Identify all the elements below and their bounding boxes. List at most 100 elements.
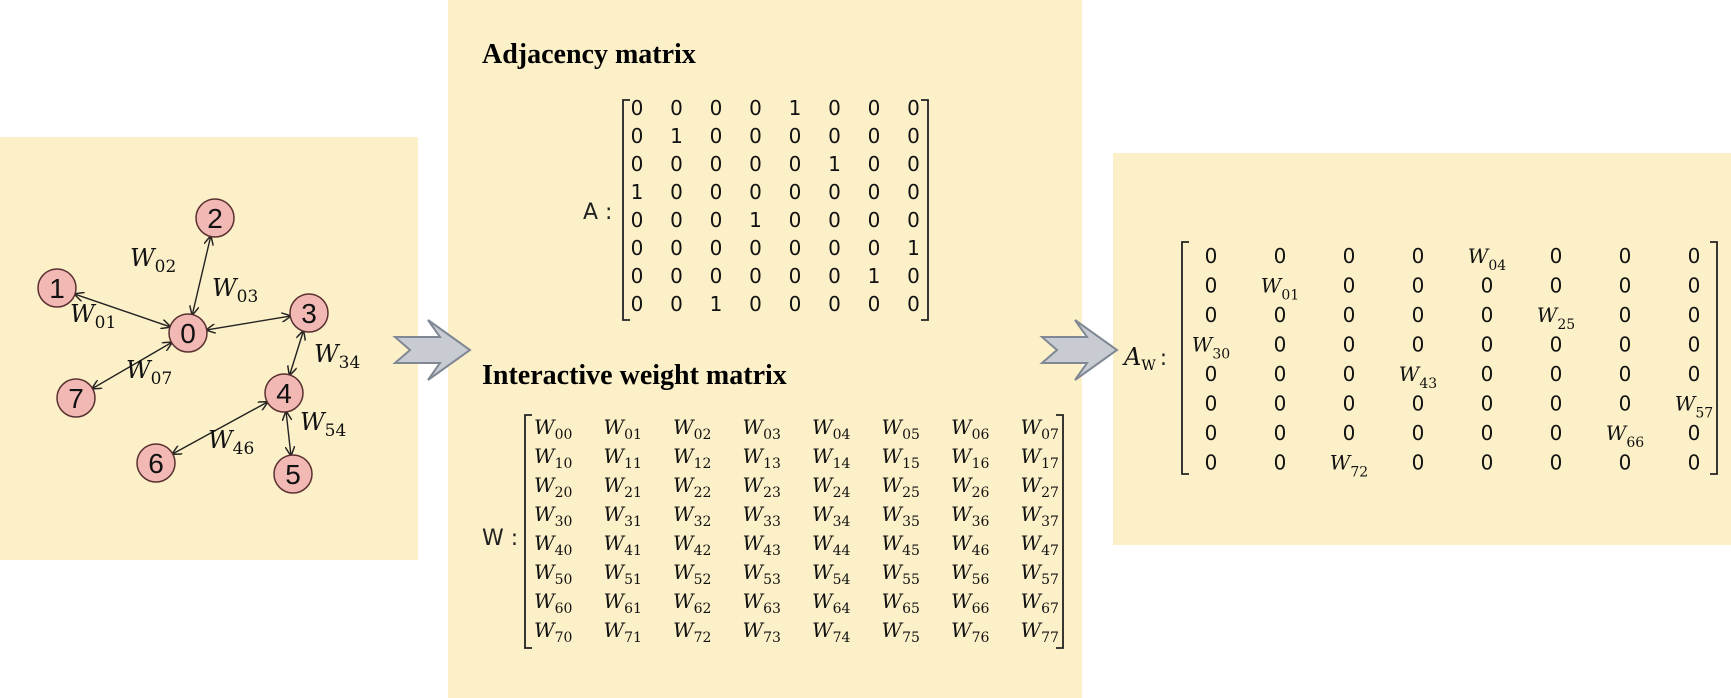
adjacency-cell: 0 xyxy=(710,180,723,204)
weighted-matrix-panel xyxy=(1113,153,1731,545)
weight-cell: W03 xyxy=(743,415,781,443)
adjacency-cell: 0 xyxy=(631,152,644,176)
adjacency-cell: 0 xyxy=(907,152,920,176)
adjacency-cell: 0 xyxy=(789,264,802,288)
weighted-cell: 0 xyxy=(1550,244,1563,268)
weighted-cell: 0 xyxy=(1412,274,1425,298)
flow-arrow-2 xyxy=(1039,319,1119,381)
adjacency-cell: 0 xyxy=(907,180,920,204)
weighted-cell: 0 xyxy=(1412,392,1425,416)
weighted-cell: 0 xyxy=(1550,451,1563,475)
weighted-cell: W72 xyxy=(1330,451,1368,481)
weight-cell: W27 xyxy=(1021,473,1059,501)
weight-cell: W36 xyxy=(951,502,989,530)
weight-cell: W63 xyxy=(743,589,781,617)
weight-cell: W00 xyxy=(534,415,572,443)
adjacency-cell: 0 xyxy=(670,208,683,232)
matrix-left-bracket xyxy=(1181,241,1189,475)
weighted-cell: 0 xyxy=(1550,274,1563,298)
edge-weight-label: W46 xyxy=(208,426,254,459)
weight-cell: W12 xyxy=(673,444,711,472)
weight-cell: W72 xyxy=(673,618,711,646)
matrix-right-bracket xyxy=(1056,414,1064,649)
adjacency-cell: 0 xyxy=(789,208,802,232)
node-label: 4 xyxy=(276,378,292,409)
adjacency-cell: 0 xyxy=(710,152,723,176)
adjacency-cell: 0 xyxy=(789,124,802,148)
node-label: 0 xyxy=(180,318,196,349)
adjacency-cell: 0 xyxy=(710,236,723,260)
weight-matrix-title: Interactive weight matrix xyxy=(482,360,787,391)
edge-7-0 xyxy=(92,343,171,389)
adjacency-cell: 0 xyxy=(631,292,644,316)
weight-cell: W11 xyxy=(604,444,642,472)
weight-cell: W43 xyxy=(743,531,781,559)
graph-node-5: 5 xyxy=(273,454,313,494)
edge-5-4 xyxy=(286,412,291,455)
weight-cell: W46 xyxy=(951,531,989,559)
weight-cell: W60 xyxy=(534,589,572,617)
weighted-cell: 0 xyxy=(1481,333,1494,357)
matrix-left-bracket xyxy=(524,414,532,649)
weighted-cell: 0 xyxy=(1205,362,1218,386)
edge-weight-label: W07 xyxy=(126,356,172,389)
weight-cell: W33 xyxy=(743,502,781,530)
weighted-cell: 0 xyxy=(1343,362,1356,386)
adjacency-cell: 0 xyxy=(749,264,762,288)
weight-cell: W07 xyxy=(1021,415,1059,443)
weight-cell: W25 xyxy=(882,473,920,501)
weighted-cell: W01 xyxy=(1261,274,1299,304)
adjacency-cell: 0 xyxy=(828,264,841,288)
adjacency-cell: 1 xyxy=(828,152,841,176)
weight-cell: W75 xyxy=(882,618,920,646)
weighted-cell: 0 xyxy=(1619,362,1632,386)
graph-node-1: 1 xyxy=(37,268,77,308)
weighted-cell: 0 xyxy=(1550,333,1563,357)
weight-cell: W04 xyxy=(812,415,850,443)
adjacency-cell: 0 xyxy=(631,236,644,260)
weight-cell: W40 xyxy=(534,531,572,559)
weighted-cell: W25 xyxy=(1537,303,1575,333)
adjacency-cell: 0 xyxy=(907,292,920,316)
weighted-cell: 0 xyxy=(1481,303,1494,327)
weight-cell: W35 xyxy=(882,502,920,530)
adjacency-cell: 0 xyxy=(789,292,802,316)
weighted-cell: 0 xyxy=(1205,274,1218,298)
weighted-cell: 0 xyxy=(1550,362,1563,386)
weighted-cell: 0 xyxy=(1619,303,1632,327)
weight-cell: W52 xyxy=(673,560,711,588)
adjacency-cell: 1 xyxy=(789,96,802,120)
adjacency-cell: 0 xyxy=(710,264,723,288)
weighted-cell: 0 xyxy=(1205,244,1218,268)
adjacency-cell: 0 xyxy=(749,96,762,120)
node-label: 3 xyxy=(301,298,317,329)
graph-node-2: 2 xyxy=(195,198,235,238)
adjacency-cell: 0 xyxy=(749,236,762,260)
weighted-cell: 0 xyxy=(1274,303,1287,327)
weighted-cell: 0 xyxy=(1619,244,1632,268)
weight-cell: W74 xyxy=(812,618,850,646)
adjacency-cell: 0 xyxy=(868,292,881,316)
node-label: 6 xyxy=(148,448,164,479)
weight-cell: W57 xyxy=(1021,560,1059,588)
weight-cell: W41 xyxy=(604,531,642,559)
weight-cell: W10 xyxy=(534,444,572,472)
adjacency-cell: 0 xyxy=(710,124,723,148)
adjacency-cell: 0 xyxy=(749,292,762,316)
adjacency-cell: 0 xyxy=(907,208,920,232)
adjacency-cell: 0 xyxy=(868,152,881,176)
edge-2-0 xyxy=(192,236,210,314)
adjacency-title: Adjacency matrix xyxy=(482,39,696,70)
adjacency-cell: 0 xyxy=(670,292,683,316)
adjacency-cell: 0 xyxy=(670,264,683,288)
graph-node-7: 7 xyxy=(56,378,96,418)
weight-matrix-label: W : xyxy=(482,526,518,551)
adjacency-cell: 0 xyxy=(828,180,841,204)
weight-cell: W06 xyxy=(951,415,989,443)
weighted-cell: 0 xyxy=(1619,451,1632,475)
weighted-cell: 0 xyxy=(1688,244,1701,268)
adjacency-cell: 0 xyxy=(710,96,723,120)
